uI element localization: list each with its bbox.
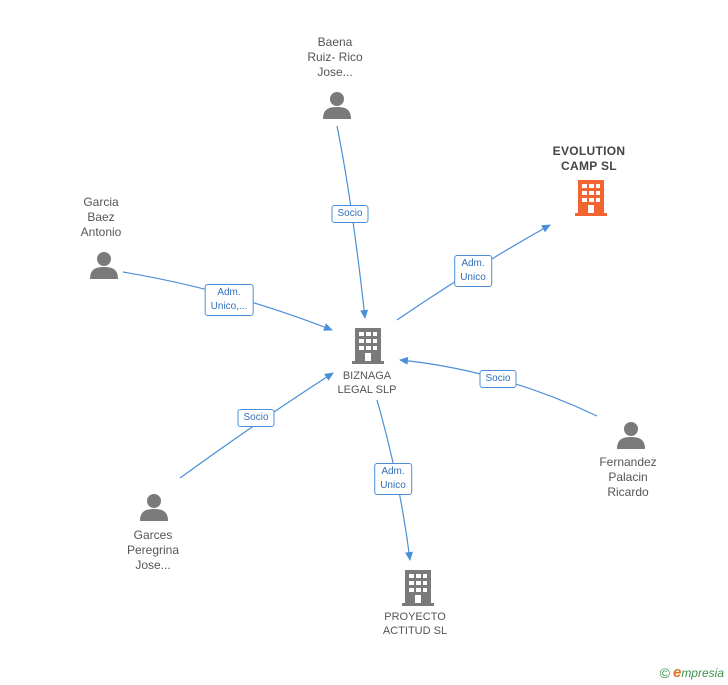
edge-label-biznaga-evolution[interactable]: Adm. Unico: [454, 255, 492, 287]
node-label-garces[interactable]: Garces Peregrina Jose...: [126, 528, 180, 572]
edge-label-fernandez-biznaga[interactable]: Socio: [479, 370, 517, 388]
copyright-icon: ©: [659, 664, 670, 681]
person-icon-fernandez[interactable]: [616, 420, 646, 450]
node-label-baena[interactable]: Baena Ruiz- Rico Jose...: [307, 35, 363, 79]
brand-initial: e: [672, 664, 682, 681]
edge-fernandez-biznaga: [399, 356, 598, 417]
node-label-evolution[interactable]: EVOLUTION CAMP SL: [552, 144, 626, 173]
person-icon-baena[interactable]: [322, 90, 352, 120]
building-icon-proyecto[interactable]: [402, 570, 434, 606]
person-icon-garces[interactable]: [139, 492, 169, 522]
edge-label-biznaga-proyecto[interactable]: Adm. Unico: [374, 463, 412, 495]
brand-name: mpresia: [681, 666, 724, 680]
edge-label-garcia-biznaga[interactable]: Adm. Unico,...: [204, 284, 254, 316]
node-label-garcia[interactable]: Garcia Baez Antonio: [80, 195, 122, 239]
node-label-biznaga[interactable]: BIZNAGA LEGAL SLP: [337, 370, 397, 396]
node-label-proyecto[interactable]: PROYECTO ACTITUD SL: [382, 611, 448, 637]
person-icon-garcia[interactable]: [89, 250, 119, 280]
building-icon-evolution[interactable]: [575, 180, 607, 216]
node-label-fernandez[interactable]: Fernandez Palacin Ricardo: [599, 455, 657, 499]
edge-label-baena-biznaga[interactable]: Socio: [331, 205, 369, 223]
building-icon-biznaga[interactable]: [352, 328, 384, 364]
edge-label-garces-biznaga[interactable]: Socio: [237, 409, 275, 427]
footer-brand[interactable]: © empresia: [660, 664, 724, 681]
